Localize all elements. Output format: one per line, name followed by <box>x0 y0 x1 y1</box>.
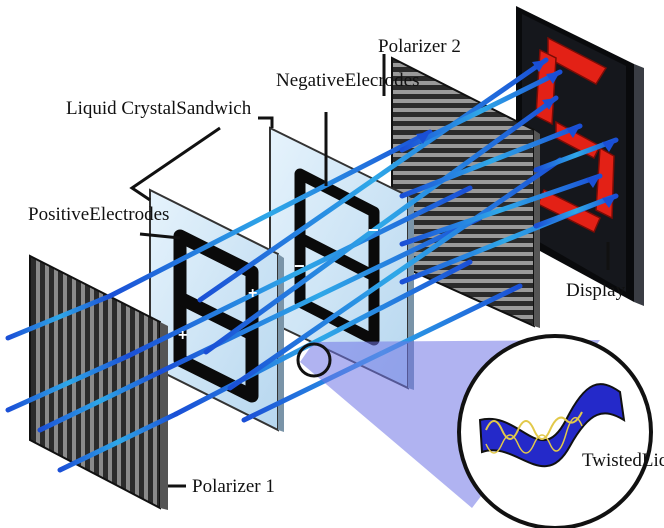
ray-arrowhead <box>602 196 616 208</box>
light-ray <box>399 173 603 247</box>
positive-electrodes-leader <box>139 232 181 240</box>
plus-sign: + <box>248 285 257 302</box>
light-ray <box>197 57 549 303</box>
twisted-liquid-crystal <box>478 383 626 468</box>
zoom-circle <box>296 342 332 378</box>
label-twisted-liquid: TwistedLiqu <box>582 450 664 471</box>
ray-arrowheads <box>416 60 616 208</box>
label-display: Display <box>566 280 626 301</box>
ray-arrowhead <box>586 176 600 188</box>
ray-arrowhead <box>532 60 546 72</box>
polarizer-1 <box>29 254 168 510</box>
light-ray <box>37 369 163 433</box>
label-polarizer-1: Polarizer 1 <box>192 476 275 497</box>
magnifier <box>296 334 653 528</box>
minus-sign: − <box>368 220 379 240</box>
light-ray <box>57 411 179 473</box>
ray-arrowhead <box>542 98 556 110</box>
light-ray <box>533 193 619 229</box>
light-ray <box>399 69 563 153</box>
light-ray <box>533 137 619 173</box>
label-liquid-crystal-sandwich: Liquid CrystalSandwich <box>66 98 252 119</box>
plus-sign: + <box>178 327 187 344</box>
ray-arrowhead <box>602 140 616 152</box>
light-ray <box>203 95 559 355</box>
light-ray <box>227 157 563 391</box>
label-negative-electrodes: NegativeElecrodes <box>276 70 419 91</box>
light-ray <box>5 293 113 341</box>
light-ray <box>5 353 131 413</box>
minus-sign: − <box>294 256 305 276</box>
light-ray <box>173 259 473 417</box>
sandwich-leader-left <box>129 126 221 202</box>
light-ray <box>399 123 583 199</box>
light-rays <box>5 57 619 473</box>
ray-arrowhead <box>546 72 560 84</box>
light-ray <box>125 185 473 359</box>
label-positive-electrodes: PositiveElectrodes <box>28 204 169 225</box>
label-polarizer-2: Polarizer 2 <box>378 36 461 57</box>
sandwich-leader-right <box>258 116 274 128</box>
ray-arrowhead <box>566 126 580 138</box>
ray-arrowhead <box>416 132 430 144</box>
light-ray <box>107 129 433 299</box>
leader-lines <box>129 54 610 488</box>
